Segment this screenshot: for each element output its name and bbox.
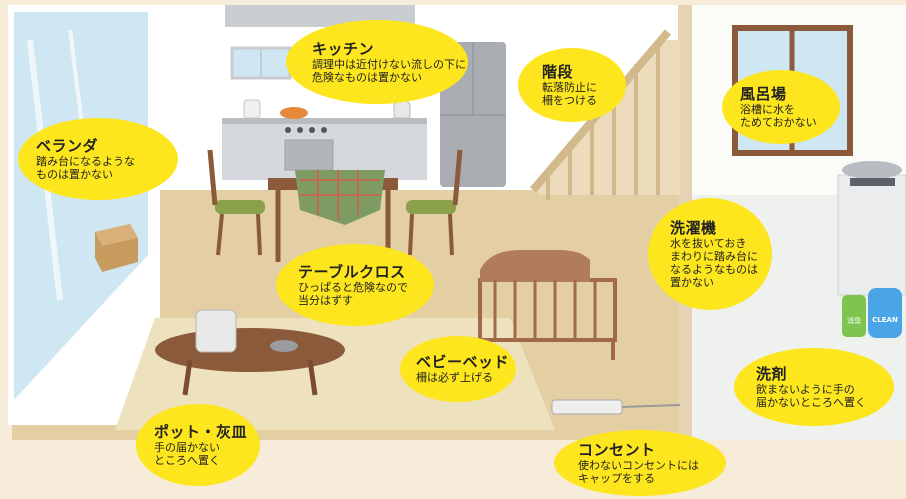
callout-babybed: ベビーベッド 柵は必ず上げる [400, 336, 516, 402]
bottle-label-deodorant: 消臭 [847, 316, 861, 325]
callout-tablecloth: テーブルクロス ひっぱると危険なので 当分はずす [276, 244, 434, 326]
electric-pot [195, 309, 237, 353]
callout-bath-desc: 浴槽に水を ためておかない [740, 102, 817, 129]
callout-veranda-title: ベランダ [36, 136, 99, 155]
callout-stairs: 階段 転落防止に 柵をつける [518, 48, 626, 122]
callout-babybed-desc: 柵は必ず上げる [416, 371, 493, 384]
callout-stairs-title: 階段 [542, 62, 574, 81]
bottle-label-clean: CLEAN [872, 316, 898, 324]
veranda-glass [14, 12, 148, 400]
low-table [155, 328, 345, 372]
callout-detergent-desc: 飲まないように手の 届かないところへ置く [756, 382, 866, 409]
callout-kitchen: キッチン 調理中は近付けない流しの下に 危険なものは置かない [286, 20, 468, 104]
ashtray [270, 340, 298, 352]
callout-stairs-desc: 転落防止に 柵をつける [542, 80, 597, 107]
callout-outlet-desc: 使わないコンセントには キャップをする [578, 458, 699, 485]
detergent-bottle-green [842, 295, 866, 337]
callout-outlet-title: コンセント [578, 440, 656, 459]
callout-washer-desc: 水を抜いておき まわりに踏み台に なるようなものは 置かない [670, 236, 758, 289]
chair-left [215, 200, 265, 214]
baby-bed [478, 250, 617, 360]
callout-veranda-desc: 踏み台になるような ものは置かない [36, 154, 135, 181]
callout-kitchen-desc: 調理中は近付けない流しの下に 危険なものは置かない [312, 57, 466, 84]
callout-tablecloth-desc: ひっぱると危険なので 当分はずす [298, 280, 408, 307]
callout-detergent-title: 洗剤 [756, 364, 788, 383]
callout-pot-ashtray-desc: 手の届かない ところへ置く [154, 440, 220, 467]
callout-tablecloth-title: テーブルクロス [298, 262, 406, 281]
pot [280, 107, 308, 119]
washing-machine [837, 174, 906, 296]
callout-washer-title: 洗濯機 [670, 218, 717, 237]
callout-bath-title: 風呂場 [740, 84, 787, 103]
callout-washer: 洗濯機 水を抜いておき まわりに踏み台に なるようなものは 置かない [648, 198, 772, 310]
callout-outlet: コンセント 使わないコンセントには キャップをする [554, 430, 726, 496]
callout-pot-ashtray: ポット・灰皿 手の届かない ところへ置く [136, 404, 260, 486]
callout-bath: 風呂場 浴槽に水を ためておかない [722, 70, 840, 144]
callout-pot-ashtray-title: ポット・灰皿 [154, 422, 248, 441]
callout-detergent: 洗剤 飲まないように手の 届かないところへ置く [734, 348, 894, 426]
chair-right [406, 200, 456, 214]
detergent-bottle-blue [868, 288, 902, 338]
rice-cooker [243, 99, 261, 119]
callout-babybed-title: ベビーベッド [416, 353, 510, 371]
callout-kitchen-title: キッチン [312, 39, 375, 58]
power-strip [551, 399, 623, 415]
callout-veranda: ベランダ 踏み台になるような ものは置かない [18, 118, 178, 200]
